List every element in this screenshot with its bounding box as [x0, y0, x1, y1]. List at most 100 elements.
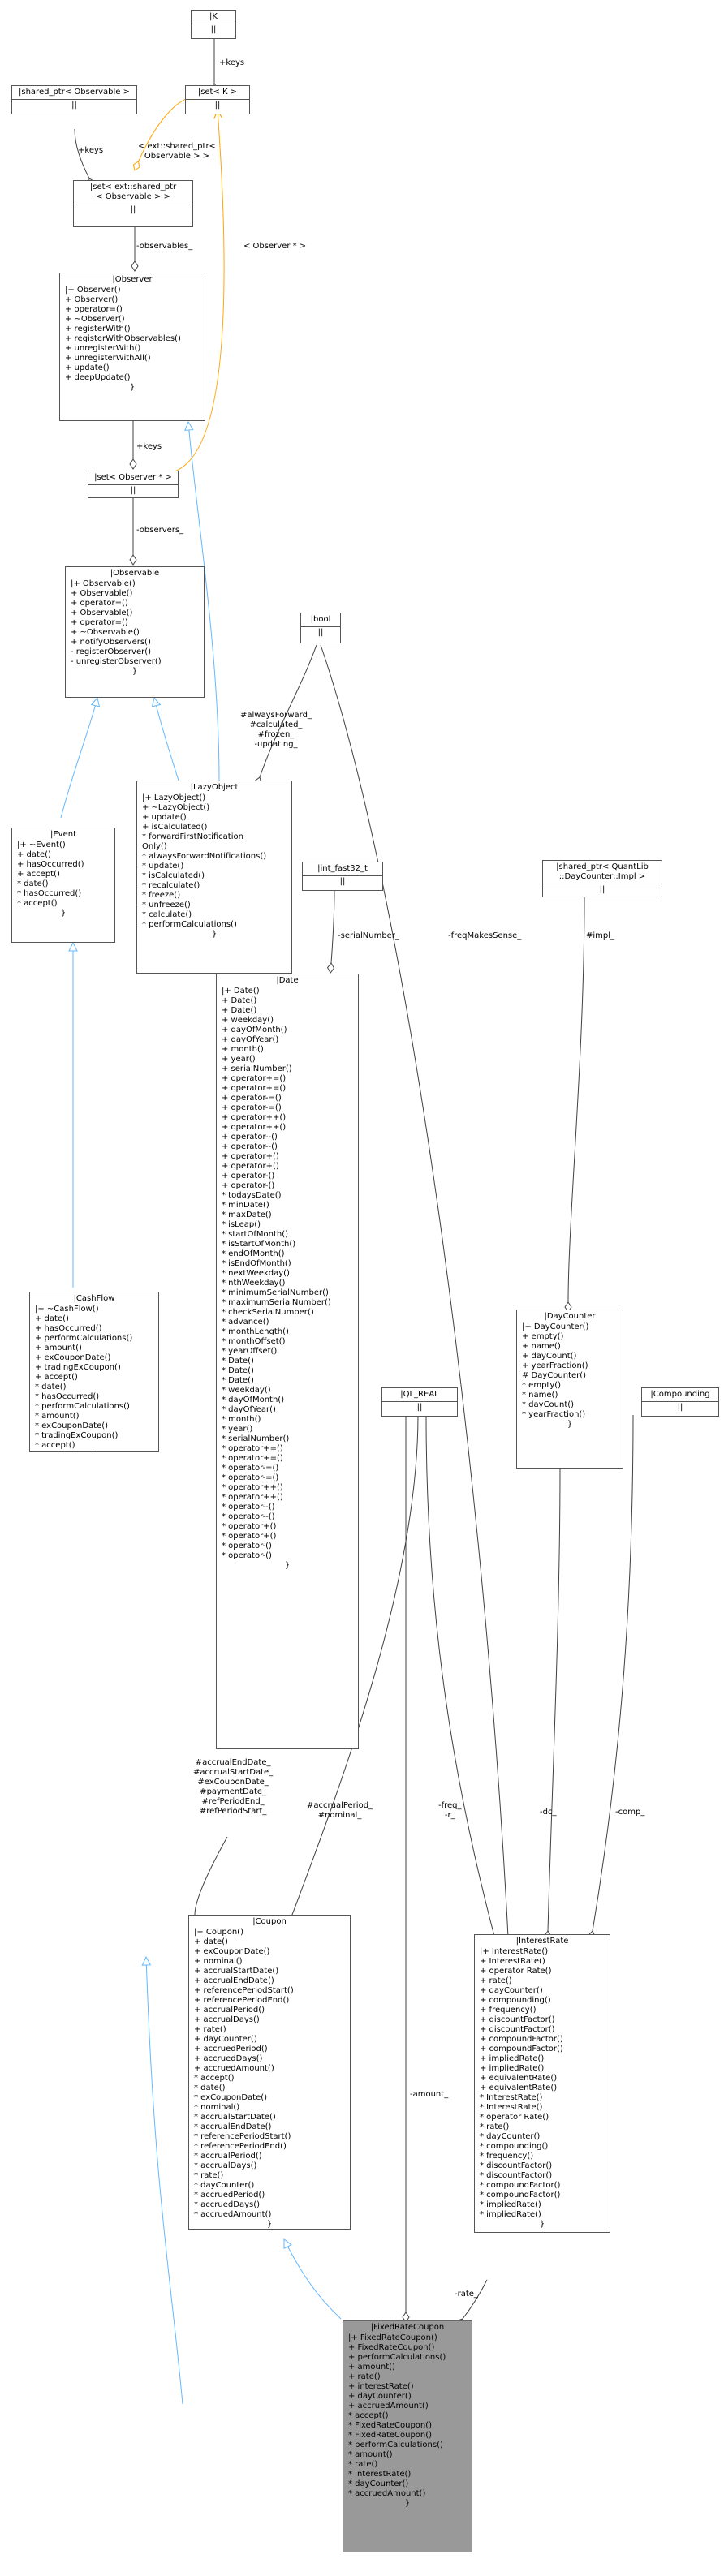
member-item: + date()	[17, 850, 51, 859]
member-item: + isCalculated()	[142, 823, 208, 832]
node-ql-real[interactable]: |QL_REAL ||	[381, 1387, 458, 1417]
member-item: * hasOccurred()	[35, 1392, 100, 1401]
member-item: + compoundFactor()	[480, 2035, 563, 2044]
member-item: + dayOfMonth()	[222, 1026, 287, 1034]
node-close: }	[129, 383, 136, 392]
member-item: |+ DayCounter()	[522, 1322, 589, 1331]
node-title: |K	[209, 12, 218, 21]
member-item: * hasOccurred()	[17, 889, 82, 898]
member-item: * operator+()	[222, 1532, 277, 1541]
node-close: ||	[130, 205, 136, 214]
member-item: * empty()	[522, 1381, 562, 1390]
node-int-fast32[interactable]: |int_fast32_t ||	[302, 862, 383, 891]
member-item: |+ Date()	[222, 987, 260, 996]
member-item: * tradingExCoupon()	[35, 1431, 119, 1440]
member-item: + equivalentRate()	[480, 2084, 558, 2092]
member-item: + dayCount()	[522, 1352, 577, 1361]
member-item: * exCouponDate()	[35, 1421, 109, 1430]
edge-qlreal-coupon	[287, 1414, 419, 1925]
node-coupon[interactable]: |Coupon |+ Coupon()+ date()+ exCouponDat…	[188, 1915, 351, 2230]
member-item: * monthLength()	[222, 1327, 289, 1336]
member-item: + Observable()	[71, 609, 133, 617]
node-title: |CashFlow	[73, 1294, 115, 1303]
node-k[interactable]: |K ||	[191, 10, 236, 39]
member-item: + ~Observer()	[65, 315, 125, 324]
node-close: ||	[317, 628, 324, 637]
member-item: |+ Coupon()	[194, 1928, 243, 1937]
node-title: |set< K >	[197, 88, 238, 97]
node-compounding[interactable]: |Compounding ||	[641, 1387, 719, 1417]
node-shared-ptr-daycounter-impl[interactable]: |shared_ptr< QuantLib ::DayCounter::Impl…	[542, 860, 662, 897]
node-close: ||	[677, 1403, 683, 1412]
edge-observable-lazyobject	[154, 698, 179, 781]
node-members: |+ ~CashFlow()+ date()+ hasOccurred()+ p…	[30, 1305, 158, 1451]
member-item: + update()	[142, 813, 187, 822]
node-title: |QL_REAL	[400, 1390, 439, 1399]
member-item: + amount()	[35, 1344, 82, 1353]
node-date[interactable]: |Date |+ Date()+ Date()+ Date()+ weekday…	[216, 974, 359, 1749]
node-title: |Observer	[112, 275, 153, 284]
node-bool[interactable]: |bool ||	[300, 613, 341, 643]
node-divider	[186, 99, 249, 100]
member-item: + unregisterWithAll()	[65, 354, 151, 363]
member-item: * operator Rate()	[480, 2113, 549, 2122]
node-close: ||	[416, 1403, 423, 1412]
member-item: + compoundFactor()	[480, 2045, 563, 2053]
member-item: + InterestRate()	[480, 1957, 545, 1966]
edge-compounding-interestrate	[588, 1414, 634, 1942]
member-item: * dayCount()	[522, 1400, 575, 1409]
node-set-ext-shared-ptr[interactable]: |set< ext::shared_ptr < Observable > > |…	[73, 180, 193, 227]
member-item: + referencePeriodEnd()	[194, 1996, 290, 2005]
member-item: * advance()	[222, 1318, 269, 1327]
node-members: |+ InterestRate()+ InterestRate()+ opera…	[475, 1947, 610, 2220]
member-item: + operator-()	[222, 1172, 275, 1180]
member-item: + rate()	[194, 2025, 226, 2034]
member-item: + registerWithObservables()	[65, 334, 181, 343]
node-set-observer-ptr[interactable]: |set< Observer * > ||	[88, 471, 179, 498]
member-item: |+ ~Event()	[17, 841, 66, 849]
member-item: * yearFraction()	[522, 1410, 586, 1419]
member-item: * operator--()	[222, 1503, 275, 1512]
node-shared-ptr-observable[interactable]: |shared_ptr< Observable > ||	[11, 85, 137, 114]
member-item: * accrualStartDate()	[194, 2113, 276, 2122]
member-item: * date()	[194, 2084, 226, 2092]
node-members: |+ Observer()+ Observer()+ operator=()+ …	[60, 286, 205, 383]
member-item: + accept()	[17, 870, 60, 879]
member-item: + serialNumber()	[222, 1064, 292, 1073]
node-interestrate[interactable]: |InterestRate |+ InterestRate()+ Interes…	[474, 1934, 610, 2233]
node-title: |Date	[276, 976, 299, 985]
node-members: |+ Observable()+ Observable()+ operator=…	[66, 579, 204, 667]
member-item: + referencePeriodStart()	[194, 1986, 294, 1995]
member-item: * compounding()	[480, 2142, 549, 2151]
edge-label-keys-observer: +keys	[136, 442, 162, 451]
node-set-k[interactable]: |set< K > ||	[185, 85, 250, 114]
node-title: |bool	[310, 615, 331, 624]
member-item: + compounding()	[480, 1996, 551, 2005]
member-item: * discountFactor()	[480, 2171, 553, 2180]
member-item: + tradingExCoupon()	[35, 1363, 121, 1372]
node-daycounter[interactable]: |DayCounter |+ DayCounter()+ empty()+ na…	[516, 1310, 623, 1469]
node-event[interactable]: |Event |+ ~Event()+ date()+ hasOccurred(…	[11, 828, 115, 943]
member-item: + update()	[65, 363, 110, 372]
member-item: + Date()	[222, 996, 257, 1005]
node-observable[interactable]: |Observable |+ Observable()+ Observable(…	[65, 566, 205, 698]
member-item: * Date()	[222, 1366, 254, 1375]
node-close: ||	[71, 101, 77, 110]
member-item: + year()	[222, 1055, 256, 1064]
member-item: + dayCounter()	[194, 2035, 257, 2044]
member-item: + operator--()	[222, 1142, 278, 1151]
node-lazyobject[interactable]: |LazyObject |+ LazyObject()+ ~LazyObject…	[136, 781, 292, 974]
node-fixedratecoupon[interactable]: |FixedRateCoupon |+ FixedRateCoupon()+ F…	[343, 2320, 472, 2552]
member-item: + exCouponDate()	[194, 1947, 270, 1956]
member-item: - registerObserver()	[71, 647, 152, 656]
member-item: * unfreeze()	[142, 901, 191, 910]
member-item: + accrualPeriod()	[194, 2006, 265, 2015]
member-item: + rate()	[348, 2372, 381, 2381]
node-close: }	[60, 909, 67, 918]
member-item: * weekday()	[222, 1386, 271, 1395]
member-item: |+ LazyObject()	[142, 793, 206, 802]
member-item: Only()	[142, 842, 167, 851]
member-item: + operator-=()	[222, 1094, 282, 1103]
node-observer[interactable]: |Observer |+ Observer()+ Observer()+ ope…	[59, 273, 205, 421]
node-cashflow[interactable]: |CashFlow |+ ~CashFlow()+ date()+ hasOcc…	[29, 1292, 159, 1452]
